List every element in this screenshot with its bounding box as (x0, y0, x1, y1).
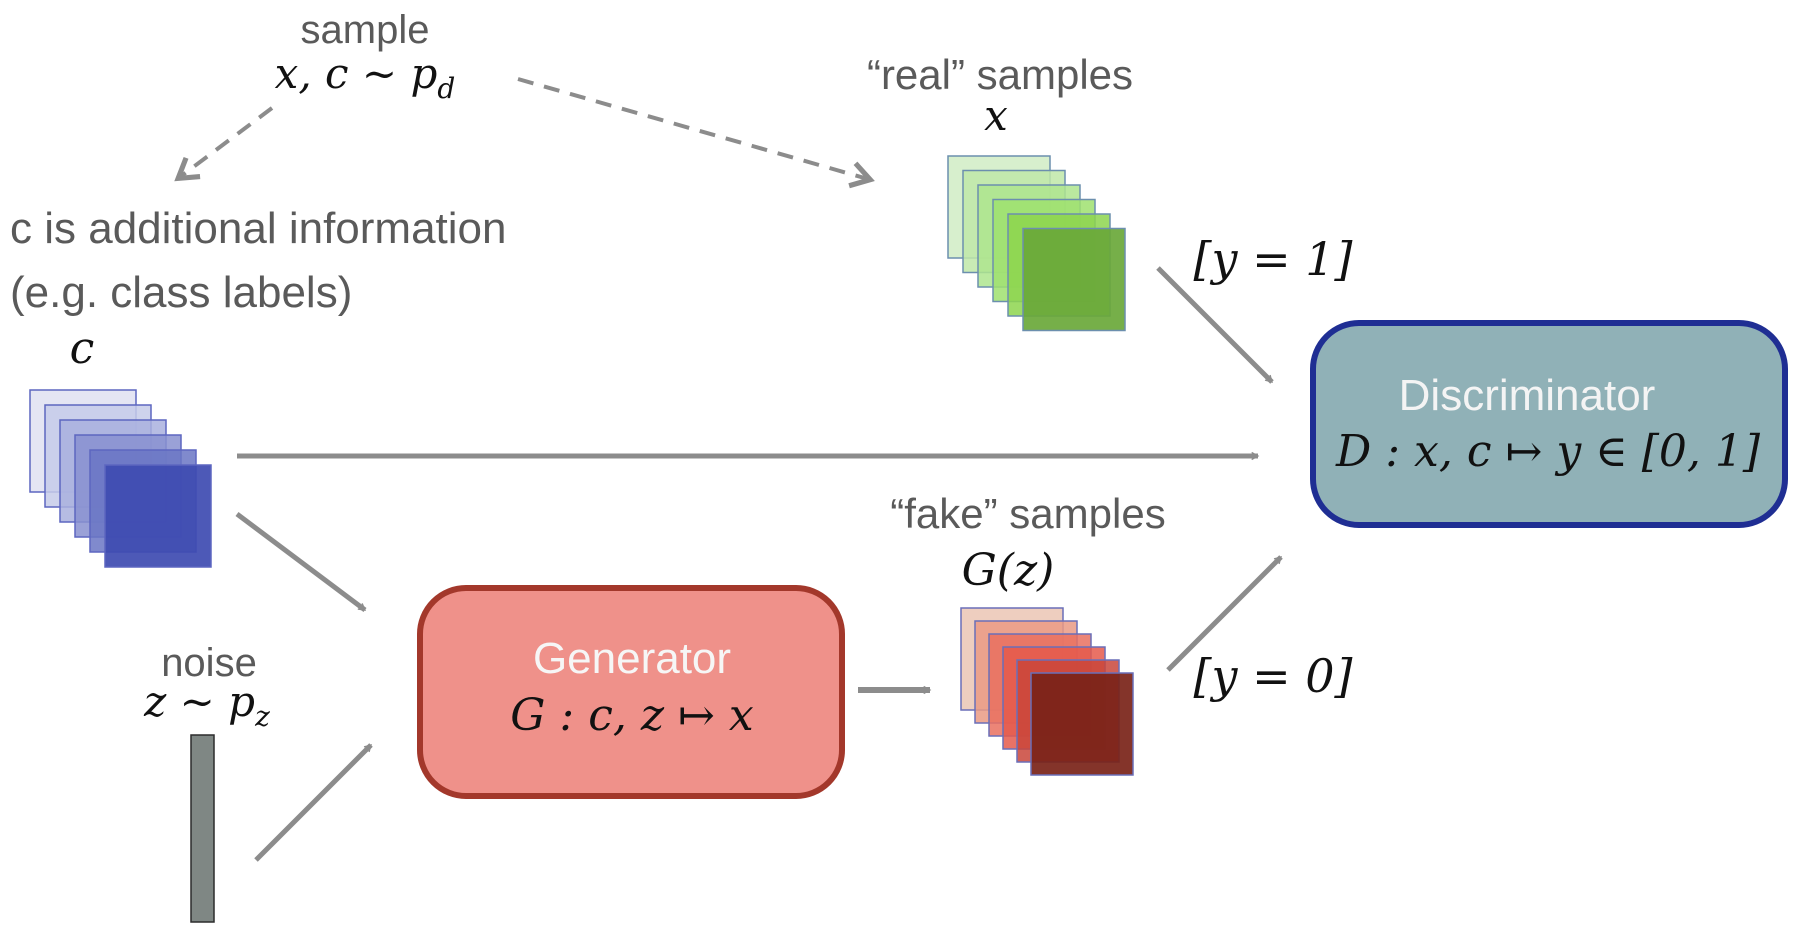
additional-info-line1: c is additional information (10, 204, 506, 253)
fake-sample-layer-6 (1030, 672, 1134, 776)
arrow-real-to-discriminator (1156, 266, 1274, 384)
label-y-equals-0: [y = 0] (1194, 649, 1353, 703)
arrow-c-to-generator (235, 512, 367, 612)
arrow-fake-to-discriminator (1166, 555, 1283, 672)
noise-formula: z ∼ pz (143, 677, 270, 733)
noise-vector-bar (190, 734, 215, 923)
additional-info-line2: (e.g. class labels) (10, 268, 352, 317)
c-symbol: c (70, 323, 95, 374)
fake-samples-stack (960, 607, 1134, 776)
noise-label: noise (161, 641, 257, 685)
discriminator-title: Discriminator (1399, 371, 1656, 420)
label-y-equals-1: [y = 1] (1194, 232, 1353, 286)
real-x-symbol: x (984, 91, 1008, 140)
sample-label: sample (301, 8, 430, 52)
sample-formula: x, c ∼ pd (275, 49, 456, 105)
fake-samples-label: “fake” samples (890, 490, 1165, 537)
dashed-arrow-to-x (517, 77, 875, 189)
dashed-arrow-to-c (174, 106, 274, 182)
discriminator-formula: D : x, c ↦ y ∈ [0, 1] (1335, 426, 1761, 477)
arrow-noise-to-generator (254, 743, 373, 862)
c-stack (29, 389, 212, 568)
generator-box (417, 585, 845, 799)
real-sample-layer-6 (1022, 227, 1126, 332)
c-stack-layer-6 (104, 464, 212, 568)
discriminator-box (1310, 320, 1788, 528)
generator-title: Generator (533, 634, 731, 683)
gz-symbol: G(z) (962, 545, 1055, 596)
generator-formula: G : c, z ↦ x (510, 690, 754, 741)
real-samples-stack (947, 155, 1126, 332)
real-samples-label: “real” samples (867, 51, 1133, 98)
